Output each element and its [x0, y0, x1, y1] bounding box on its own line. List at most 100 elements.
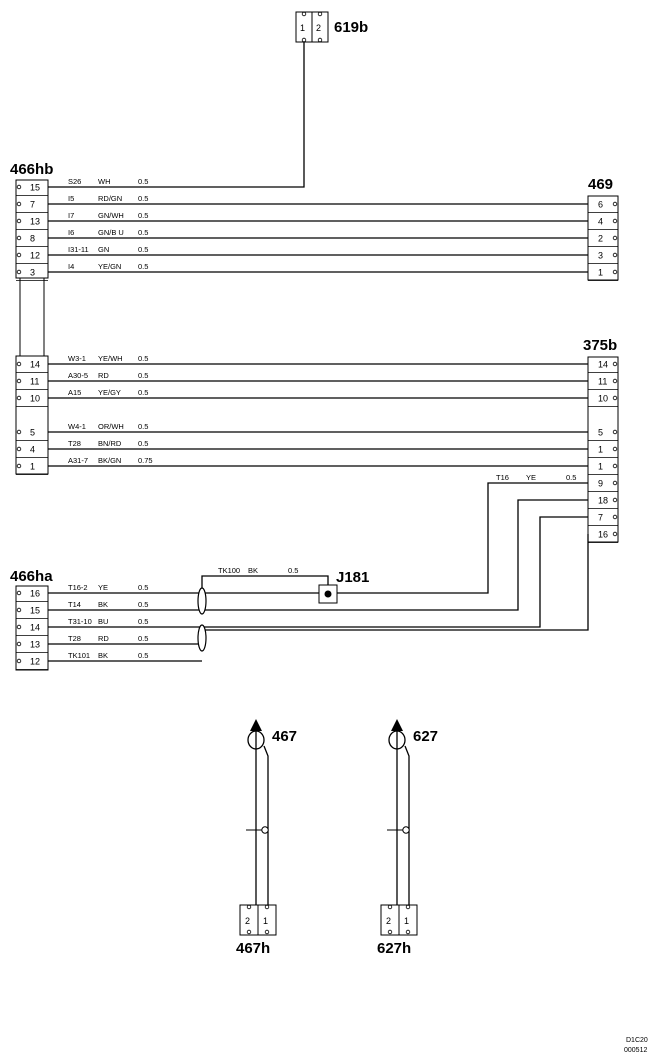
wire-color-label: BN/RD: [98, 439, 122, 448]
wire-color-label: GN/B U: [98, 228, 124, 237]
wire-size-label: 0.5: [138, 422, 148, 431]
splice-j181: J181: [318, 569, 369, 604]
wire-circuit-label: I31-11: [68, 245, 89, 254]
wire-color-label: BK: [98, 600, 108, 609]
wires: [48, 42, 589, 662]
wire-size-label: 0.5: [138, 583, 148, 592]
pin-label: 1: [404, 916, 409, 926]
pin-label: 13: [30, 217, 40, 227]
wire-circuit-label: T28: [68, 634, 81, 643]
wire-size-label: 0.5: [288, 566, 298, 575]
wire-size-label: 0.5: [138, 211, 148, 220]
pin-label: 2: [386, 916, 391, 926]
pin-label: 1: [598, 268, 603, 278]
connector-label-619b: 619b: [334, 19, 368, 36]
pin-label: 14: [598, 360, 608, 370]
wire-circuit-label: W3-1: [68, 354, 86, 363]
wire-circuit-label: A30-5: [68, 371, 88, 380]
wire-color-label: RD: [98, 634, 109, 643]
wire-color-label: OR/WH: [98, 422, 124, 431]
component-467: 467 2 1 467h: [236, 719, 297, 957]
drawing-code-line2: 000512: [624, 1047, 647, 1054]
wire-size-label: 0.5: [138, 245, 148, 254]
pin-label: 11: [30, 377, 39, 387]
wire-color-label: YE: [526, 473, 536, 482]
pin-label: 1: [263, 916, 268, 926]
pin-label: 13: [30, 640, 40, 650]
wire-size-label: 0.5: [138, 617, 148, 626]
wire-circuit-label: T31-10: [68, 617, 92, 626]
component-627: 627 2 1 627h: [377, 719, 438, 957]
drawing-code: D1C20 000512: [624, 1037, 648, 1054]
wire-circuit-label: I5: [68, 194, 74, 203]
pin-label: 12: [30, 657, 40, 667]
wire-color-label: YE/GN: [98, 262, 121, 271]
pin-label: 7: [30, 200, 35, 210]
wire-circuit-label: TK101: [68, 651, 90, 660]
pin-label: 10: [598, 394, 608, 404]
wire-color-label: RD/GN: [98, 194, 122, 203]
pin-label: 2: [245, 916, 250, 926]
wire-size-label: 0.5: [566, 473, 576, 482]
wire-color-label: RD: [98, 371, 109, 380]
pin-label: 6: [598, 200, 603, 210]
wire-size-label: 0.5: [138, 371, 148, 380]
pin-label: 2: [598, 234, 603, 244]
wire-circuit-label: A15: [68, 388, 81, 397]
connector-label-627h: 627h: [377, 940, 411, 957]
wire-circuit-label: I4: [68, 262, 74, 271]
wire-size-label: 0.5: [138, 634, 148, 643]
wire-circuit-label: I6: [68, 228, 74, 237]
pin-label: 14: [30, 623, 40, 633]
wire-color-label: BK: [248, 566, 258, 575]
wire-size-label: 0.75: [138, 456, 153, 465]
connector-label-375b: 375b: [583, 337, 617, 354]
wire-circuit-label: T16: [496, 473, 509, 482]
pin-label: 11: [598, 377, 607, 387]
wire-size-label: 0.5: [138, 262, 148, 271]
wire-circuit-label: T28: [68, 439, 81, 448]
pin-label: 5: [598, 428, 603, 438]
wire-circuit-label: S26: [68, 177, 81, 186]
pin-label: 16: [30, 589, 40, 599]
wire-color-label: WH: [98, 177, 111, 186]
connector-label-469: 469: [588, 176, 613, 193]
wire-color-label: YE/GY: [98, 388, 121, 397]
wire-circuit-label: T14: [68, 600, 81, 609]
component-label-627: 627: [413, 728, 438, 745]
wire-size-label: 0.5: [138, 194, 148, 203]
splice-label-j181: J181: [336, 569, 369, 586]
wire-color-label: BK: [98, 651, 108, 660]
pin-label: 4: [598, 217, 603, 227]
wire-circuit-label: I7: [68, 211, 74, 220]
wire-circuit-label: A31-7: [68, 456, 88, 465]
pin-label: 1: [30, 462, 35, 472]
wire-size-label: 0.5: [138, 651, 148, 660]
connector-label-466hb: 466hb: [10, 161, 53, 178]
drawing-code-line1: D1C20: [626, 1037, 648, 1044]
pin-label: 8: [30, 234, 35, 244]
pin-label: 3: [30, 268, 35, 278]
connector-label-466ha: 466ha: [10, 568, 53, 585]
connector-469: 469 6 4 2 3 1: [587, 176, 619, 281]
pin-label: 1: [300, 23, 305, 33]
pin-label: 5: [30, 428, 35, 438]
pin-label: 10: [30, 394, 40, 404]
pin-label: 1: [598, 462, 603, 472]
pin-label: 15: [30, 606, 40, 616]
wire-color-label: YE/WH: [98, 354, 123, 363]
wire-size-label: 0.5: [138, 228, 148, 237]
wire-color-label: BU: [98, 617, 108, 626]
pin-label: 1: [598, 445, 603, 455]
connector-466ha: 466ha 16 15 14 13 12: [10, 568, 53, 671]
wire-size-label: 0.5: [138, 388, 148, 397]
wire-circuit-label: W4-1: [68, 422, 86, 431]
wire-circuit-label: TK100: [218, 566, 240, 575]
wire-color-label: BK/GN: [98, 456, 121, 465]
pin-label: 3: [598, 251, 603, 261]
pin-label: 16: [598, 530, 608, 540]
connector-label-467h: 467h: [236, 940, 270, 957]
